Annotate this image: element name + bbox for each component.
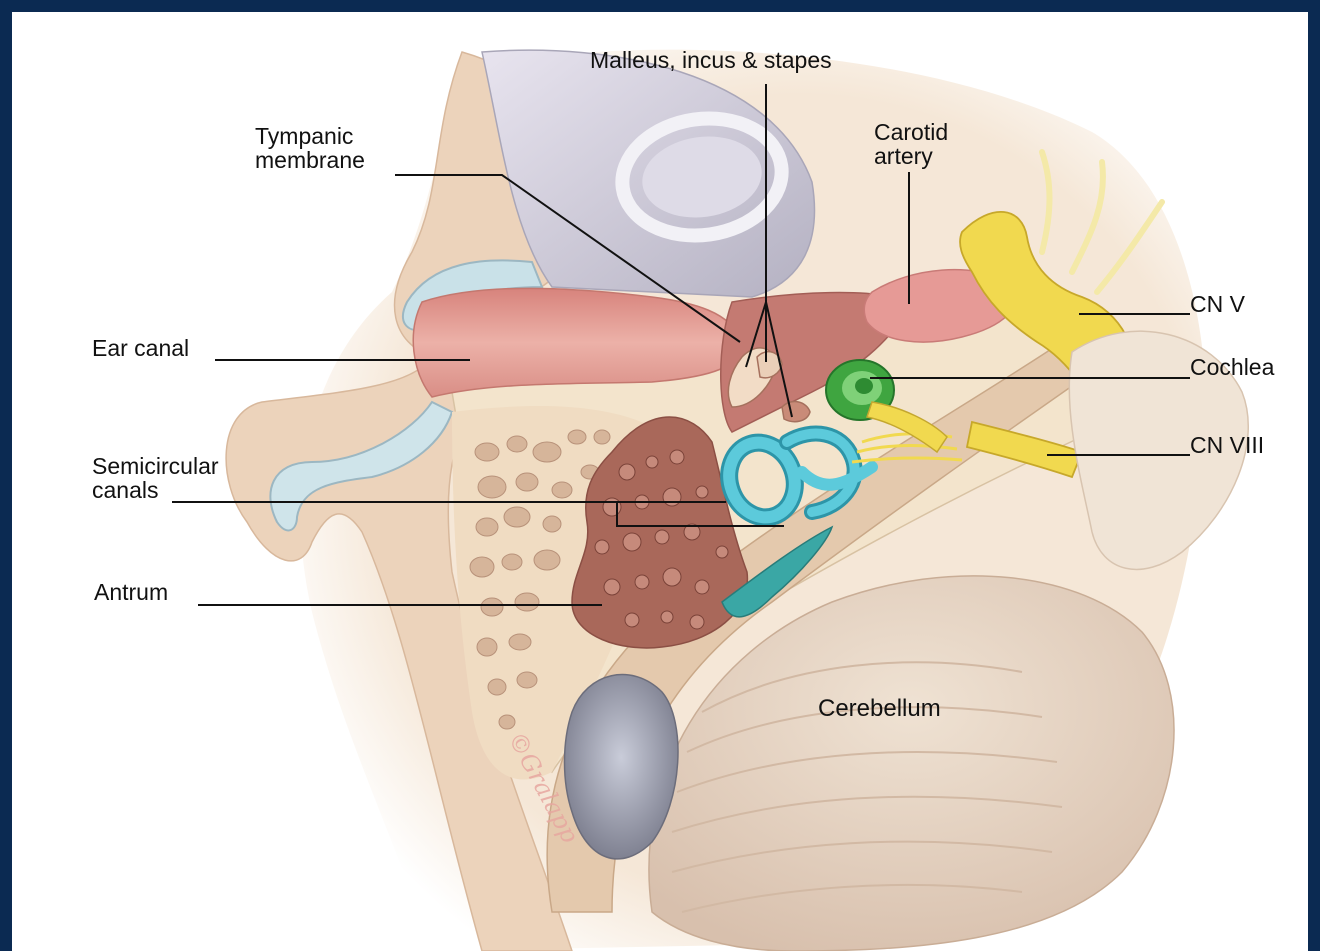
- label-ossicles: Malleus, incus & stapes: [590, 48, 832, 72]
- label-carotid-line2: artery: [874, 144, 948, 168]
- illustration-frame: Malleus, incus & stapes Tympanic membran…: [12, 12, 1308, 951]
- label-carotid-artery: Carotid artery: [874, 120, 948, 168]
- label-semicircular-canals: Semicircular canals: [92, 454, 219, 502]
- label-cn-viii: CN VIII: [1190, 433, 1264, 457]
- label-tympanic-membrane: Tympanic membrane: [255, 124, 365, 172]
- label-cn-v: CN V: [1190, 292, 1245, 316]
- label-semicircular-line2: canals: [92, 478, 219, 502]
- label-cochlea: Cochlea: [1190, 355, 1274, 379]
- label-antrum: Antrum: [94, 580, 168, 604]
- label-cerebellum: Cerebellum: [818, 697, 941, 721]
- label-carotid-line1: Carotid: [874, 120, 948, 144]
- label-ear-canal: Ear canal: [92, 336, 189, 360]
- label-semicircular-line1: Semicircular: [92, 454, 219, 478]
- label-tympanic-line2: membrane: [255, 148, 365, 172]
- label-tympanic-line1: Tympanic: [255, 124, 365, 148]
